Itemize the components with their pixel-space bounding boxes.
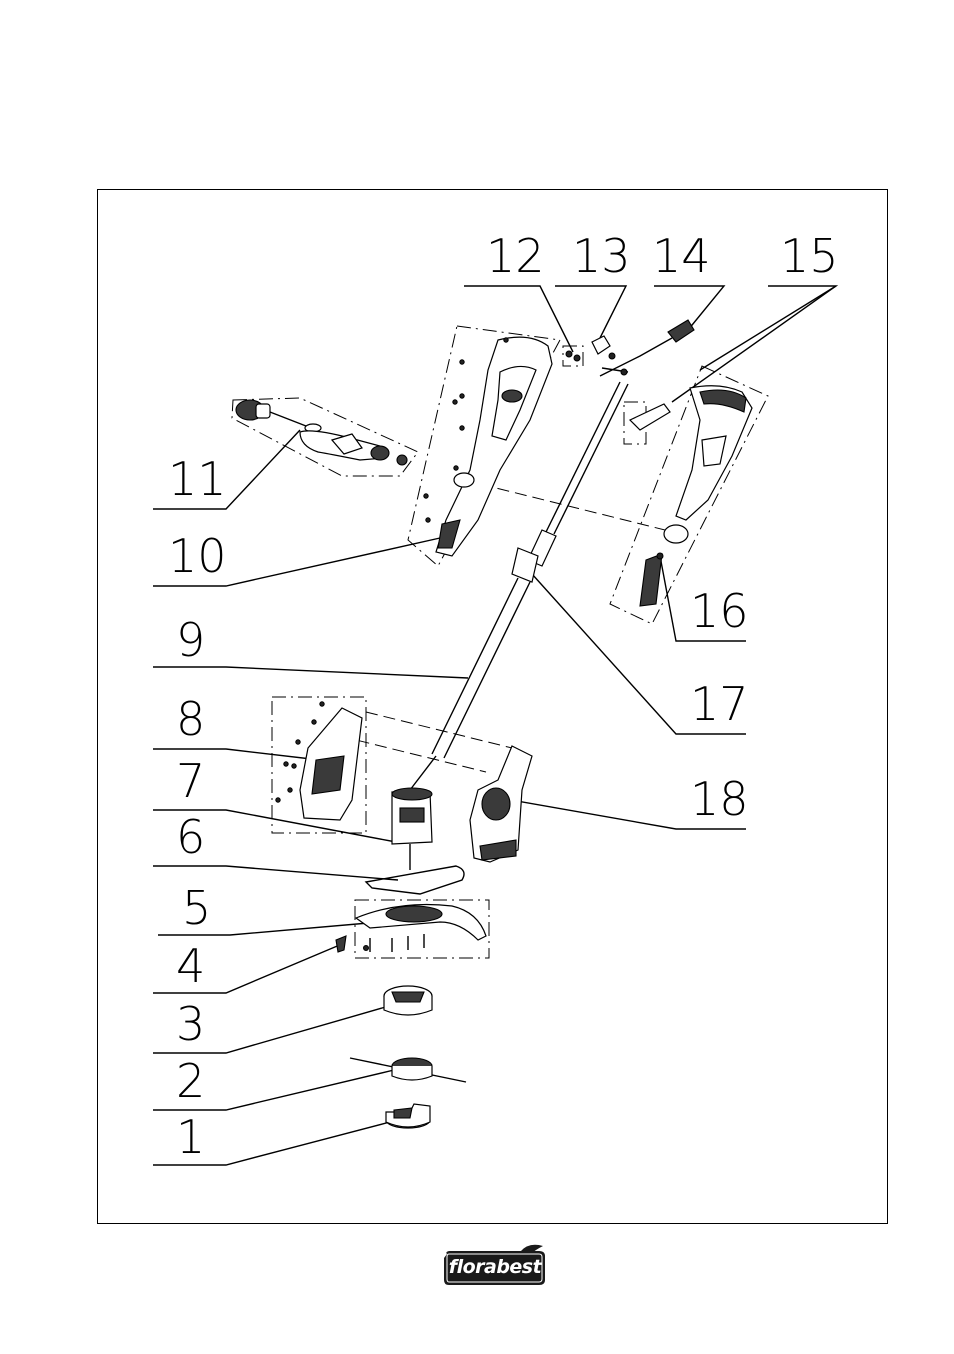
callout-4: 4 — [176, 939, 205, 993]
power-cable — [600, 320, 694, 376]
callout-15: 15 — [780, 229, 839, 283]
grass-guard — [356, 905, 486, 953]
handle-housing-left — [436, 337, 552, 556]
callout-18: 18 — [690, 772, 749, 826]
callout-13: 13 — [572, 229, 631, 283]
guard-clip — [336, 936, 346, 952]
handle-housing-right — [630, 386, 752, 606]
callout-6: 6 — [176, 810, 205, 864]
callout-5: 5 — [182, 881, 211, 935]
switch-parts — [566, 336, 615, 361]
motor-housing-left — [276, 702, 362, 820]
callout-11: 11 — [168, 452, 227, 506]
spool-housing — [384, 986, 432, 1015]
callout-1: 1 — [176, 1110, 205, 1164]
trimmer-shaft — [410, 382, 628, 790]
motor — [392, 788, 432, 870]
callout-2: 2 — [176, 1054, 205, 1108]
callout-16: 16 — [690, 584, 749, 638]
callout-17: 17 — [690, 677, 749, 731]
callout-9: 9 — [176, 613, 205, 667]
brand-name: florabest — [441, 1252, 549, 1282]
callout-7: 7 — [176, 754, 205, 808]
callout-8: 8 — [176, 692, 205, 746]
callout-14: 14 — [652, 229, 711, 283]
callout-3: 3 — [176, 997, 205, 1051]
callout-10: 10 — [168, 529, 227, 583]
brand-logo: florabest — [441, 1244, 549, 1290]
cable-loop — [366, 866, 464, 894]
auxiliary-handle — [236, 400, 407, 465]
spool-cover — [386, 1104, 430, 1128]
motor-housing-right — [470, 746, 532, 862]
spool-with-line — [350, 1058, 466, 1082]
callout-12: 12 — [486, 229, 545, 283]
